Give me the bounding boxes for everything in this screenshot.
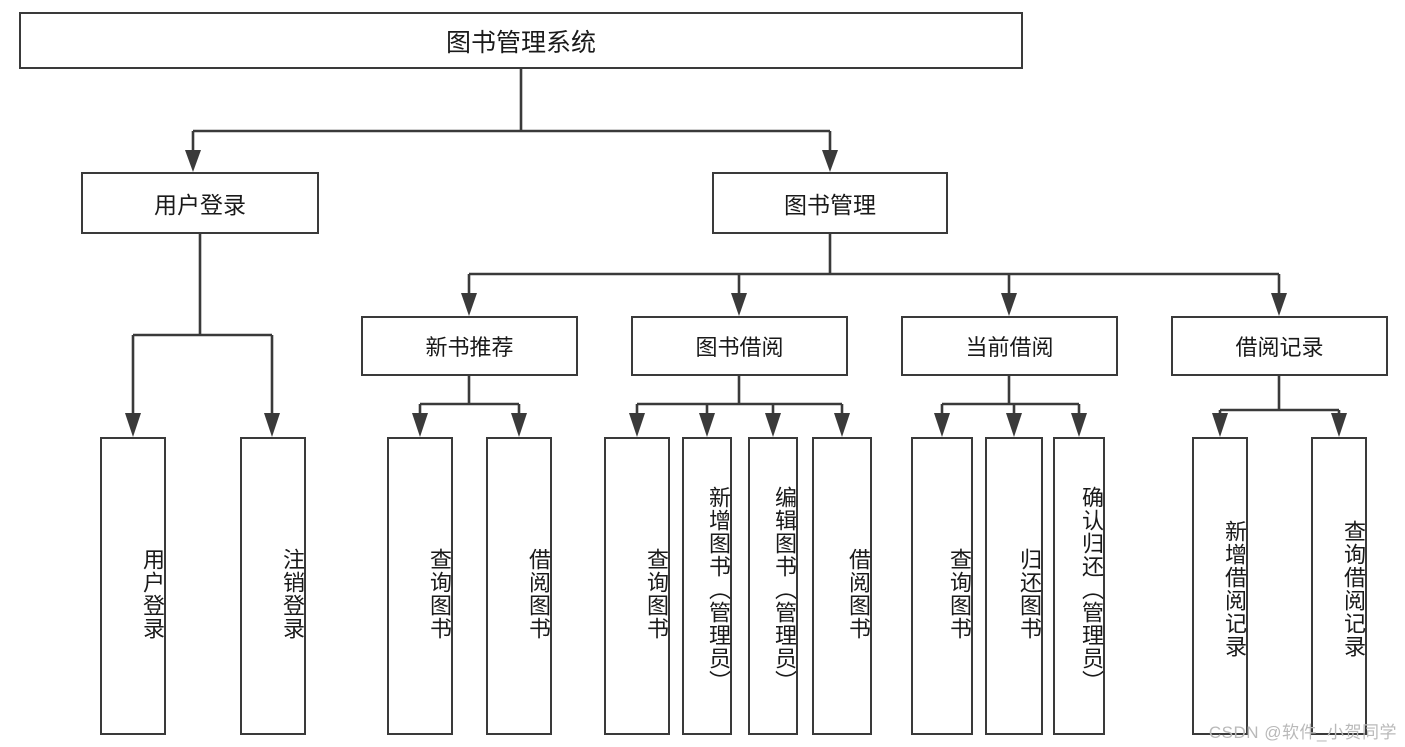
- leaf-confirm-return[interactable]: 确认归还（管理员）: [1053, 437, 1105, 735]
- node-book-borrow[interactable]: 图书借阅: [631, 316, 848, 376]
- leaf-add-book-label: 新增图书（管理员）: [706, 485, 731, 693]
- leaf-add-book[interactable]: 新增图书（管理员）: [682, 437, 732, 735]
- leaf-edit-book-label: 编辑图书（管理员）: [772, 485, 797, 693]
- node-current-borrow[interactable]: 当前借阅: [901, 316, 1118, 376]
- node-new-book-rec[interactable]: 新书推荐: [361, 316, 578, 376]
- leaf-return-book[interactable]: 归还图书: [985, 437, 1043, 735]
- leaf-query-book-2[interactable]: 查询图书: [604, 437, 670, 735]
- leaf-user-login[interactable]: 用户登录: [100, 437, 166, 735]
- leaf-user-login-label: 用户登录: [140, 548, 165, 640]
- csdn-watermark: CSDN @软件_小贺同学: [1208, 723, 1397, 742]
- leaf-borrow-book-1-label: 借阅图书: [526, 548, 551, 640]
- leaf-query-record-label: 查询借阅记录: [1341, 520, 1366, 658]
- leaf-logout[interactable]: 注销登录: [240, 437, 306, 735]
- node-borrow-record-label: 借阅记录: [1235, 335, 1324, 360]
- leaf-query-book-1[interactable]: 查询图书: [387, 437, 453, 735]
- node-user-login[interactable]: 用户登录: [81, 172, 319, 234]
- node-root[interactable]: 图书管理系统: [19, 12, 1023, 69]
- node-root-label: 图书管理系统: [445, 28, 596, 57]
- leaf-return-book-label: 归还图书: [1017, 548, 1042, 640]
- leaf-logout-label: 注销登录: [280, 548, 305, 640]
- node-current-borrow-label: 当前借阅: [965, 335, 1054, 360]
- leaf-borrow-book-2[interactable]: 借阅图书: [812, 437, 872, 735]
- leaf-query-book-1-label: 查询图书: [427, 548, 452, 640]
- leaf-add-record[interactable]: 新增借阅记录: [1192, 437, 1248, 735]
- leaf-borrow-book-1[interactable]: 借阅图书: [486, 437, 552, 735]
- node-book-borrow-label: 图书借阅: [695, 335, 784, 360]
- leaf-query-book-3[interactable]: 查询图书: [911, 437, 973, 735]
- leaf-query-book-2-label: 查询图书: [644, 548, 669, 640]
- leaf-query-record[interactable]: 查询借阅记录: [1311, 437, 1367, 735]
- node-book-manage-label: 图书管理: [784, 192, 876, 218]
- leaf-edit-book[interactable]: 编辑图书（管理员）: [748, 437, 798, 735]
- node-book-manage[interactable]: 图书管理: [712, 172, 948, 234]
- leaf-borrow-book-2-label: 借阅图书: [846, 548, 871, 640]
- node-new-book-rec-label: 新书推荐: [425, 335, 514, 360]
- leaf-add-record-label: 新增借阅记录: [1222, 520, 1247, 658]
- node-borrow-record[interactable]: 借阅记录: [1171, 316, 1388, 376]
- node-user-login-label: 用户登录: [154, 192, 246, 218]
- leaf-confirm-return-label: 确认归还（管理员）: [1079, 485, 1104, 693]
- leaf-query-book-3-label: 查询图书: [947, 548, 972, 640]
